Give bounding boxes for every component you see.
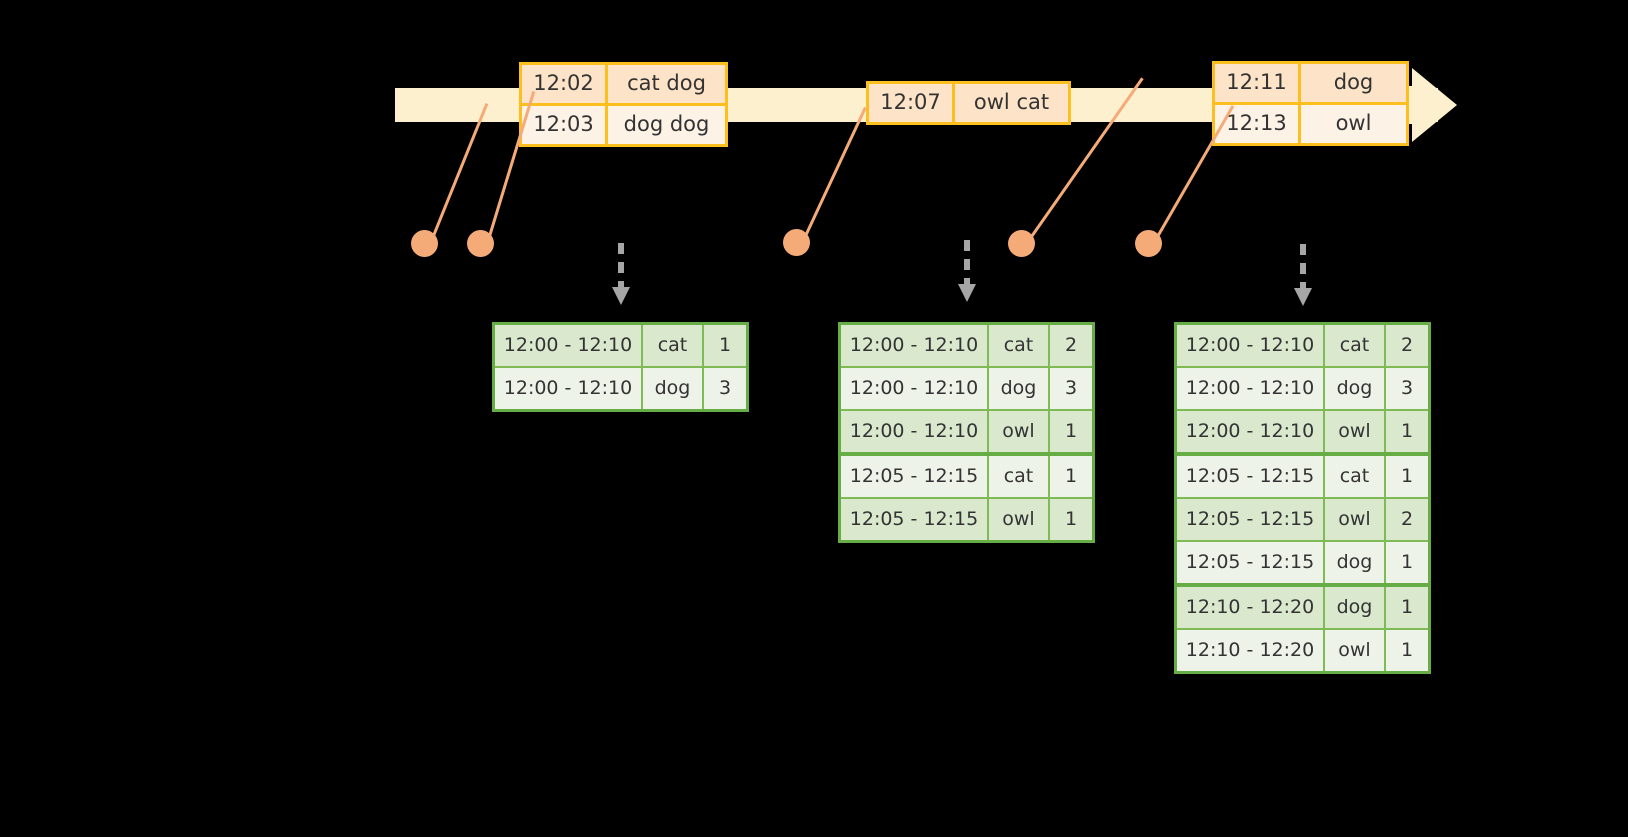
count-cell: 1 xyxy=(1064,465,1078,487)
count-cell: 3 xyxy=(1064,377,1078,399)
key-cell: cat xyxy=(989,456,1050,497)
key-cell: cat xyxy=(643,325,704,366)
event-time: 12:11 xyxy=(1215,64,1301,102)
window-cell: 12:10 - 12:20 xyxy=(1177,587,1325,628)
event-row[interactable]: 12:07 owl cat xyxy=(869,84,1068,122)
count-cell: 1 xyxy=(1064,508,1078,530)
event-row[interactable]: 12:11 dog xyxy=(1215,64,1406,102)
window-cell: 12:00 - 12:10 xyxy=(1177,368,1325,409)
key-cell: dog xyxy=(1325,587,1386,628)
count-cell: 3 xyxy=(1400,377,1414,399)
key-cell: dog xyxy=(989,368,1050,409)
event-group-3[interactable]: 12:11 dog 12:13 owl xyxy=(1212,61,1409,146)
count-cell: 1 xyxy=(1064,420,1078,442)
window-cell: 12:00 - 12:10 xyxy=(495,368,643,409)
connector-dot-1203[interactable] xyxy=(467,230,494,257)
event-words: owl cat xyxy=(973,90,1050,114)
event-words: owl xyxy=(1335,111,1372,135)
count-cell: 3 xyxy=(718,377,732,399)
count-cell: 1 xyxy=(1400,420,1414,442)
event-group-2[interactable]: 12:07 owl cat xyxy=(866,81,1071,125)
connector-dot-1213[interactable] xyxy=(1135,230,1162,257)
connector-line-1213 xyxy=(1151,105,1235,246)
count-cell: 1 xyxy=(1400,596,1414,618)
window-cell: 12:00 - 12:10 xyxy=(841,368,989,409)
key-cell: owl xyxy=(1325,630,1386,671)
event-time: 12:03 xyxy=(522,106,608,144)
count-cell: 1 xyxy=(1400,465,1414,487)
event-time: 12:13 xyxy=(1215,105,1301,143)
window-cell: 12:00 - 12:10 xyxy=(1177,411,1325,452)
connector-dot-1202[interactable] xyxy=(411,230,438,257)
key-cell: cat xyxy=(989,325,1050,366)
window-cell: 12:00 - 12:10 xyxy=(841,325,989,366)
count-cell: 1 xyxy=(1400,551,1414,573)
key-cell: owl xyxy=(989,499,1050,540)
count-cell: 2 xyxy=(1400,508,1414,530)
count-cell: 1 xyxy=(718,334,732,356)
event-row[interactable]: 12:02 cat dog xyxy=(522,65,725,103)
window-cell: 12:10 - 12:20 xyxy=(1177,630,1325,671)
connector-line-1207 xyxy=(800,106,867,245)
window-cell: 12:00 - 12:10 xyxy=(495,325,643,366)
connector-dot-1207[interactable] xyxy=(783,229,810,256)
event-words: cat dog xyxy=(627,71,706,95)
event-words: dog xyxy=(1333,70,1374,94)
window-cell: 12:00 - 12:10 xyxy=(1177,325,1325,366)
count-cell: 2 xyxy=(1064,334,1078,356)
key-cell: owl xyxy=(989,411,1050,452)
connector-dot-1211[interactable] xyxy=(1008,230,1035,257)
key-cell: dog xyxy=(1325,368,1386,409)
window-cell: 12:00 - 12:10 xyxy=(841,411,989,452)
key-cell: cat xyxy=(1325,325,1386,366)
event-words: dog dog xyxy=(623,112,710,136)
event-time: 12:07 xyxy=(869,84,955,122)
key-cell: dog xyxy=(1325,542,1386,583)
event-time: 12:02 xyxy=(522,65,608,103)
key-cell: dog xyxy=(643,368,704,409)
count-cell: 2 xyxy=(1400,334,1414,356)
key-cell: owl xyxy=(1325,499,1386,540)
window-cell: 12:05 - 12:15 xyxy=(841,499,989,540)
time-axis-arrow-icon xyxy=(1412,68,1457,142)
event-group-1[interactable]: 12:02 cat dog 12:03 dog dog xyxy=(519,62,728,147)
window-cell: 12:05 - 12:15 xyxy=(841,456,989,497)
key-cell: cat xyxy=(1325,456,1386,497)
window-cell: 12:05 - 12:15 xyxy=(1177,542,1325,583)
count-cell: 1 xyxy=(1400,639,1414,661)
event-row[interactable]: 12:13 owl xyxy=(1215,102,1406,143)
window-cell: 12:05 - 12:15 xyxy=(1177,456,1325,497)
connector-line-1202 xyxy=(428,103,489,246)
key-cell: owl xyxy=(1325,411,1386,452)
window-cell: 12:05 - 12:15 xyxy=(1177,499,1325,540)
event-row[interactable]: 12:03 dog dog xyxy=(522,103,725,144)
